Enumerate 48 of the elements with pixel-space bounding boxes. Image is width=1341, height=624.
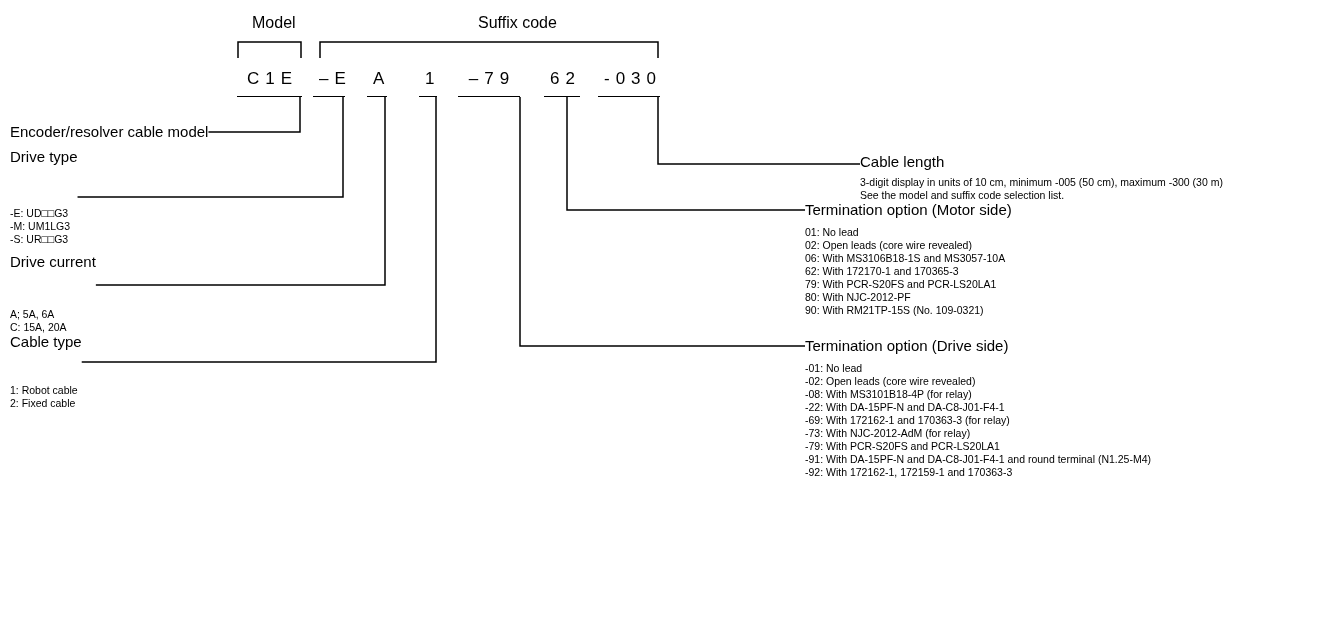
field-heading: Drive current <box>10 252 96 272</box>
option-line: 62: With 172170-1 and 170365-3 <box>805 265 960 278</box>
leader-line <box>566 96 806 211</box>
leader-line <box>519 96 806 347</box>
option-line: -E: UD□□G3 <box>10 207 70 220</box>
option-line: -22: With DA-15PF-N and DA-C8-J01-F4-1 <box>805 401 1006 414</box>
option-line: -M: UM1LG3 <box>10 220 72 233</box>
option-line: -91: With DA-15PF-N and DA-C8-J01-F4-1 and round terminal (N1.25-M4) <box>805 453 1152 466</box>
group-label: Model <box>252 14 296 32</box>
option-line: 02: Open leads (core wire revealed) <box>805 239 973 252</box>
field-heading: Termination option (Motor side) <box>805 200 1012 220</box>
field-heading: Cable length <box>860 152 945 172</box>
code-segment: 62 <box>544 62 580 97</box>
option-line: 06: With MS3106B18-1S and MS3057-10A <box>805 252 1007 265</box>
leader-line <box>657 96 861 165</box>
option-line: 80: With NJC-2012-PF <box>805 291 912 304</box>
option-line: 3-digit display in units of 10 cm, minimum -005 (50 cm), maximum -300 (30 m) <box>860 176 1223 189</box>
option-line: -73: With NJC-2012-AdM (for relay) <box>805 427 972 440</box>
option-line: 79: With PCR-S20FS and PCR-LS20LA1 <box>805 278 998 291</box>
option-line: C: 15A, 20A <box>10 321 68 334</box>
field-heading: Cable type <box>10 333 82 352</box>
field-heading: Encoder/resolver cable model <box>10 122 209 142</box>
code-segment: –79 <box>458 62 520 97</box>
option-line: -S: UR□□G3 <box>10 233 70 246</box>
option-line: 01: No lead <box>805 226 860 239</box>
option-line: -69: With 172162-1 and 170363-3 (for relay) <box>805 414 1011 427</box>
code-segment: -030 <box>598 62 660 97</box>
option-line: -92: With 172162-1, 172159-1 and 170363-3 <box>805 466 1014 479</box>
leader-line <box>95 96 386 286</box>
code-segment: C1E <box>237 62 302 97</box>
leader-line <box>207 96 301 133</box>
leader-line <box>76 96 344 198</box>
option-line: -08: With MS3101B18-4P (for relay) <box>805 388 973 401</box>
code-segment: 1 <box>419 62 437 97</box>
option-line: 2: Fixed cable <box>10 397 77 410</box>
group-label: Suffix code <box>478 14 557 32</box>
option-line: -01: No lead <box>805 362 864 375</box>
option-line: 90: With RM21TP-15S (No. 109-0321) <box>805 304 985 317</box>
option-line: See the model and suffix code selection list. <box>860 189 1066 202</box>
code-segment: –E <box>313 62 345 97</box>
option-line: -79: With PCR-S20FS and PCR-LS20LA1 <box>805 440 1001 453</box>
option-line: 1: Robot cable <box>10 384 79 397</box>
field-heading: Termination option (Drive side) <box>805 336 1009 356</box>
leader-line <box>80 96 437 363</box>
field-heading: Drive type <box>10 147 78 167</box>
code-segment: A <box>367 62 387 97</box>
option-line: -02: Open leads (core wire revealed) <box>805 375 977 388</box>
option-line: A; 5A, 6A <box>10 308 56 321</box>
